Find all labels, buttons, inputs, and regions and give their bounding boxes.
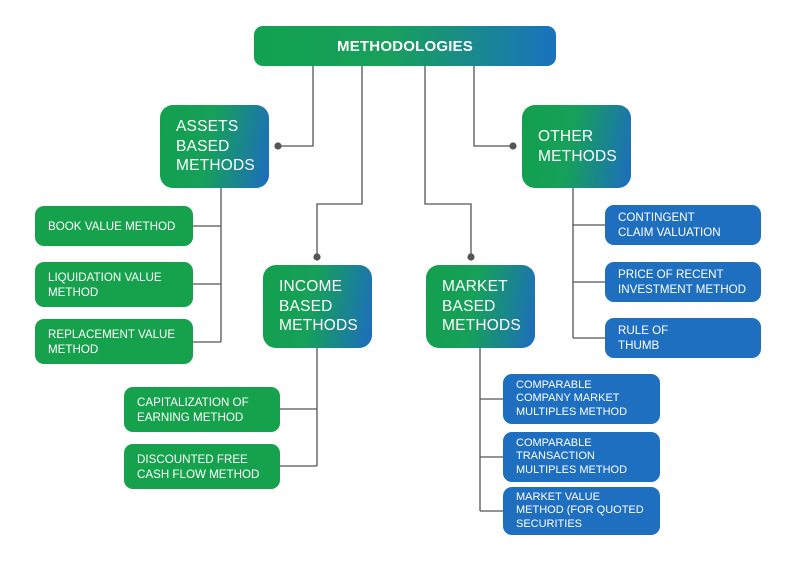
leaf-contingent-claim-valuation: CONTINGENT CLAIM VALUATION: [605, 205, 761, 245]
leaf-comparable-company-market-multiples-method: COMPARABLE COMPANY MARKET MULTIPLES METH…: [503, 374, 660, 424]
category-label-line: METHODS: [538, 147, 617, 165]
leaf-label-line: BOOK VALUE METHOD: [48, 219, 176, 233]
leaf-label-line: CONTINGENT: [618, 211, 695, 224]
category-label-line: METHODS: [442, 317, 521, 335]
category-label-line: BASED: [442, 297, 496, 315]
leaf-label-line: MARKET VALUE: [516, 490, 600, 503]
category-label-line: ASSETS: [176, 118, 239, 136]
connector-root-market: [424, 66, 472, 256]
leaf-label-line: DISCOUNTED FREE: [137, 452, 248, 466]
leaf-book-value-method: BOOK VALUE METHOD: [35, 206, 193, 246]
connector-dot-market: [467, 253, 475, 261]
connector-root-income: [316, 66, 363, 256]
connector-root-other: [473, 66, 513, 147]
leaf-comparable-transaction-multiples-method: COMPARABLE TRANSACTION MULTIPLES METHOD: [503, 432, 660, 482]
category-label-line: BASED: [279, 297, 333, 315]
root-node-methodologies: METHODOLOGIES: [254, 26, 556, 66]
leaf-liquidation-value-method: LIQUIDATION VALUE METHOD: [35, 262, 193, 307]
leaf-label-line: EARNING METHOD: [137, 410, 244, 424]
leaf-capitalization-of-earning-method: CAPITALIZATION OF EARNING METHOD: [124, 387, 280, 432]
leaf-label-line: PRICE OF RECENT: [618, 268, 724, 281]
leaf-label-line: REPLACEMENT VALUE: [48, 327, 176, 341]
leaf-label-line: TRANSACTION: [516, 450, 595, 463]
connector-root-assets: [278, 66, 314, 147]
connector-market-children: [479, 348, 503, 512]
leaf-replacement-value-method: REPLACEMENT VALUE METHOD: [35, 319, 193, 364]
leaf-label-line: THUMB: [618, 339, 660, 352]
category-assets-based-methods: ASSETS BASED METHODS: [160, 105, 269, 188]
category-income-based-methods: INCOME BASED METHODS: [263, 265, 372, 348]
connector-assets-children: [193, 188, 222, 343]
leaf-label-line: METHOD (FOR QUOTED: [516, 504, 644, 517]
leaf-label-line: METHOD: [48, 342, 99, 356]
leaf-label-line: SECURITIES: [516, 517, 583, 530]
leaf-discounted-free-cash-flow-method: DISCOUNTED FREE CASH FLOW METHOD: [124, 444, 280, 489]
category-label-line: METHODS: [176, 157, 255, 175]
category-label-line: INCOME: [279, 278, 343, 296]
category-label-line: MARKET: [442, 278, 508, 296]
leaf-label-line: CLAIM VALUATION: [618, 226, 721, 239]
leaf-label-line: CASH FLOW METHOD: [137, 467, 260, 481]
connector-dot-income: [313, 253, 321, 261]
leaf-label-line: COMPANY MARKET: [516, 392, 620, 405]
category-market-based-methods: MARKET BASED METHODS: [426, 265, 535, 348]
leaf-label-line: MULTIPLES METHOD: [516, 463, 628, 476]
leaf-label-line: COMPARABLE: [516, 436, 592, 449]
category-label-line: OTHER: [538, 128, 594, 145]
connector-dot-other: [509, 142, 517, 150]
leaf-label-line: MULTIPLES METHOD: [516, 405, 628, 418]
connector-dot-assets: [274, 142, 282, 150]
leaf-label-line: COMPARABLE: [516, 378, 592, 391]
root-label: METHODOLOGIES: [337, 37, 473, 55]
category-other-methods: OTHER METHODS: [522, 105, 631, 188]
leaf-market-value-method: MARKET VALUE METHOD (FOR QUOTED SECURITI…: [503, 487, 660, 535]
leaf-label-line: LIQUIDATION VALUE: [48, 270, 162, 284]
leaf-label-line: METHOD: [48, 285, 99, 299]
leaf-rule-of-thumb: RULE OF THUMB: [605, 318, 761, 358]
category-label-line: BASED: [176, 137, 230, 155]
connector-income-children: [280, 348, 318, 467]
leaf-label-line: INVESTMENT METHOD: [618, 283, 746, 296]
leaf-price-of-recent-investment-method: PRICE OF RECENT INVESTMENT METHOD: [605, 262, 761, 302]
leaf-label-line: RULE OF: [618, 324, 669, 337]
category-label-line: METHODS: [279, 317, 358, 335]
leaf-label-line: CAPITALIZATION OF: [137, 395, 249, 409]
connector-other-children: [572, 188, 605, 339]
